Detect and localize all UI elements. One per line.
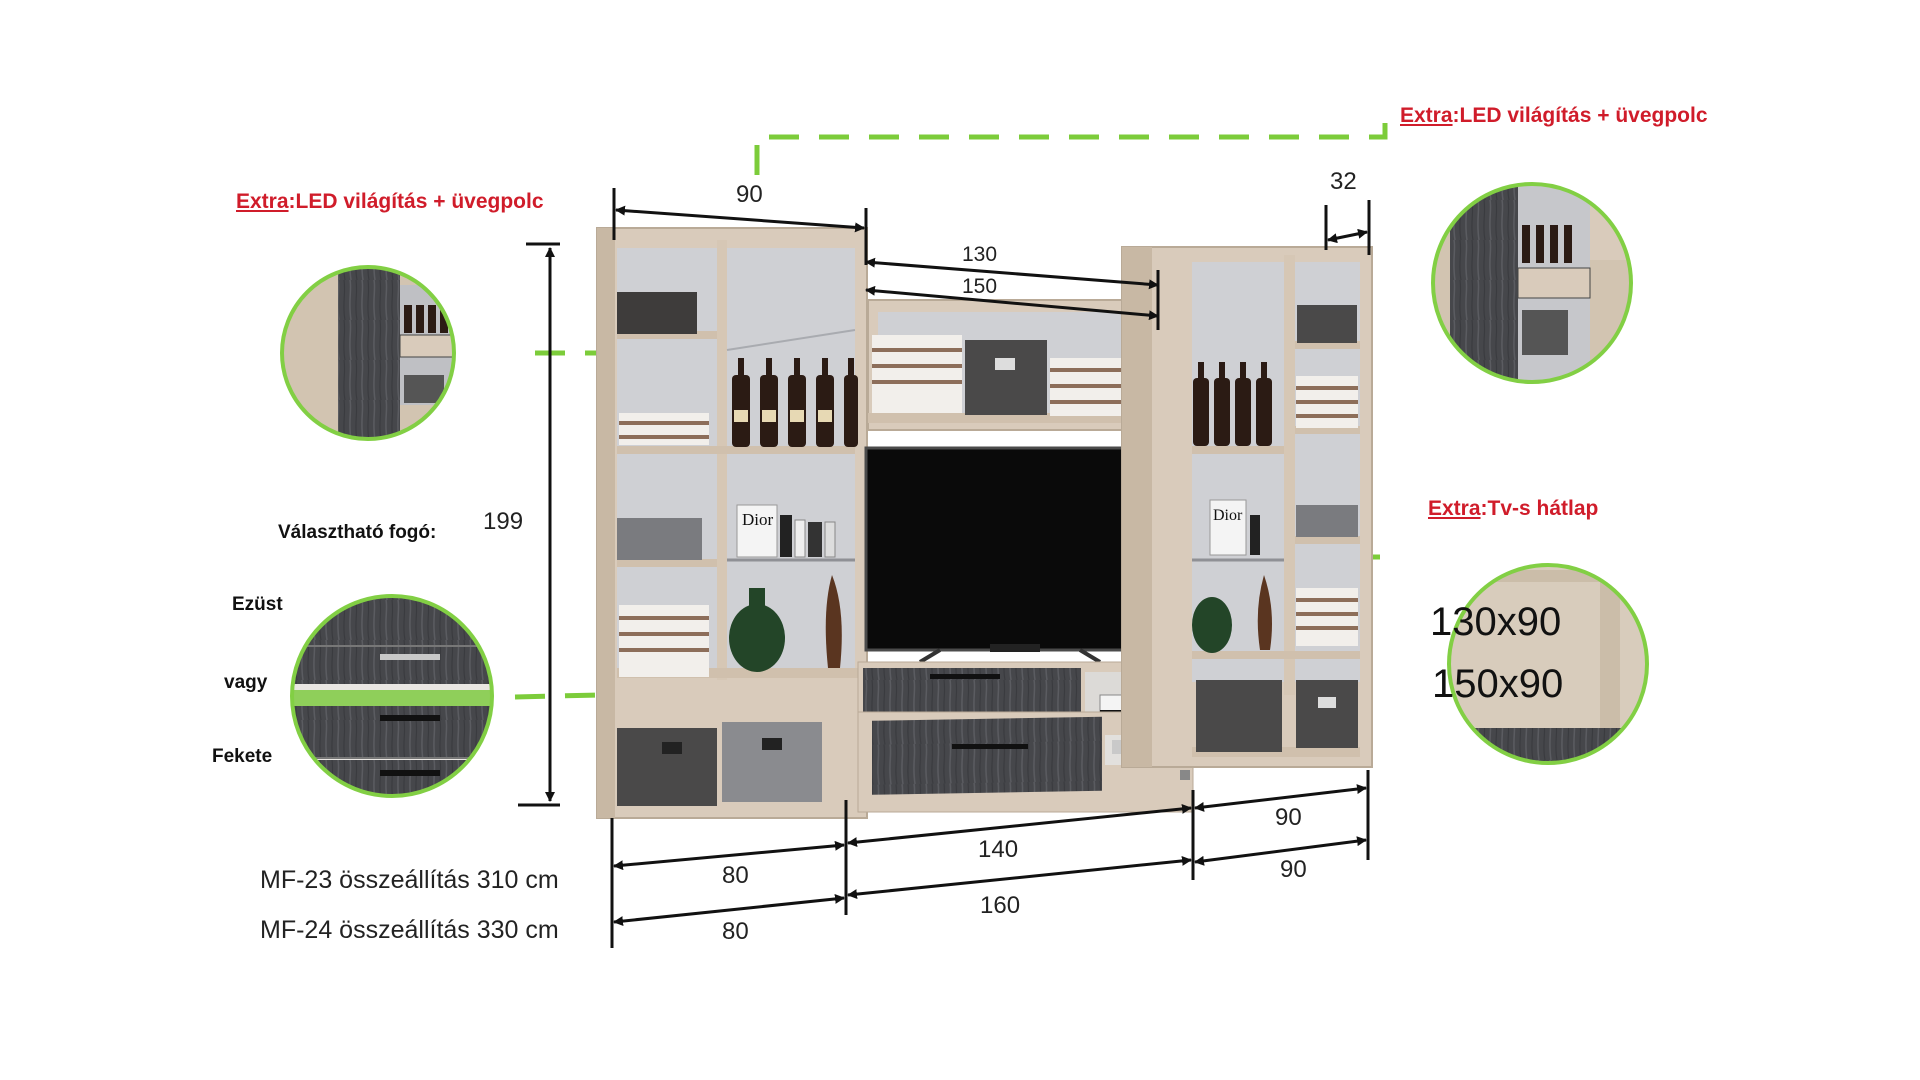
green-vase	[1192, 597, 1232, 653]
book	[736, 504, 778, 558]
drawer-lower	[872, 716, 1102, 795]
detail-circle-handles	[290, 594, 494, 798]
dim-height: 199	[483, 508, 524, 535]
caption-mf23: MF-23 összeállítás 310 cm	[260, 866, 559, 894]
handle-or: vagy	[224, 672, 268, 693]
storage-box	[617, 518, 702, 560]
storage-box	[1296, 680, 1358, 748]
storage-box	[965, 340, 1047, 415]
dim-right-90-b: 90	[1280, 856, 1307, 883]
towel-stack	[872, 335, 962, 413]
dim-tv-150: 150	[962, 275, 998, 298]
dimension-lines	[518, 188, 1371, 948]
storage-box	[617, 728, 717, 806]
tv-size-150x90: 150x90	[1432, 662, 1564, 706]
extra-tv-back: Extra:Tv-s hátlap	[1428, 497, 1599, 520]
towel-stack	[1296, 588, 1358, 646]
detail-circle-left-led	[280, 265, 456, 441]
dior-right: Dior	[1213, 507, 1243, 524]
tv-size-130x90: 130x90	[1430, 600, 1562, 644]
extra-led-right: Extra:LED világítás + üvegpolc	[1400, 104, 1708, 127]
storage-box	[1297, 305, 1357, 343]
dim-80-b: 80	[722, 918, 749, 945]
dim-top-left-width: 90	[736, 181, 763, 208]
right-cabinet: Dior	[1121, 246, 1373, 768]
dim-tv-130: 130	[962, 243, 998, 266]
green-vase	[729, 604, 785, 672]
towel-stack	[619, 605, 709, 677]
brown-vase	[1257, 575, 1272, 650]
caption-mf24: MF-24 összeállítás 330 cm	[260, 916, 559, 944]
extra-led-left: Extra:LED világítás + üvegpolc	[236, 190, 544, 213]
towel-stack	[619, 413, 709, 445]
book	[1209, 499, 1247, 556]
dim-right-90-a: 90	[1275, 804, 1302, 831]
brown-vase	[825, 575, 842, 668]
handle-title: Választható fogó:	[278, 522, 437, 543]
storage-box	[617, 292, 697, 334]
wine-bottles	[1193, 362, 1272, 446]
dim-right-depth: 32	[1330, 168, 1357, 195]
handle-silver: Ezüst	[232, 594, 283, 615]
tv-screen	[864, 446, 1168, 652]
dim-140: 140	[978, 836, 1019, 863]
dim-80-a: 80	[722, 862, 749, 889]
dior-left: Dior	[742, 510, 774, 529]
wine-bottles	[732, 358, 858, 447]
handle-black: Fekete	[212, 746, 273, 767]
storage-box	[722, 722, 822, 802]
guide-top	[754, 123, 1388, 175]
storage-box	[1196, 680, 1282, 752]
detail-circle-right-led	[1431, 182, 1633, 384]
dim-160: 160	[980, 892, 1021, 919]
left-cabinet: Dior	[596, 227, 868, 819]
